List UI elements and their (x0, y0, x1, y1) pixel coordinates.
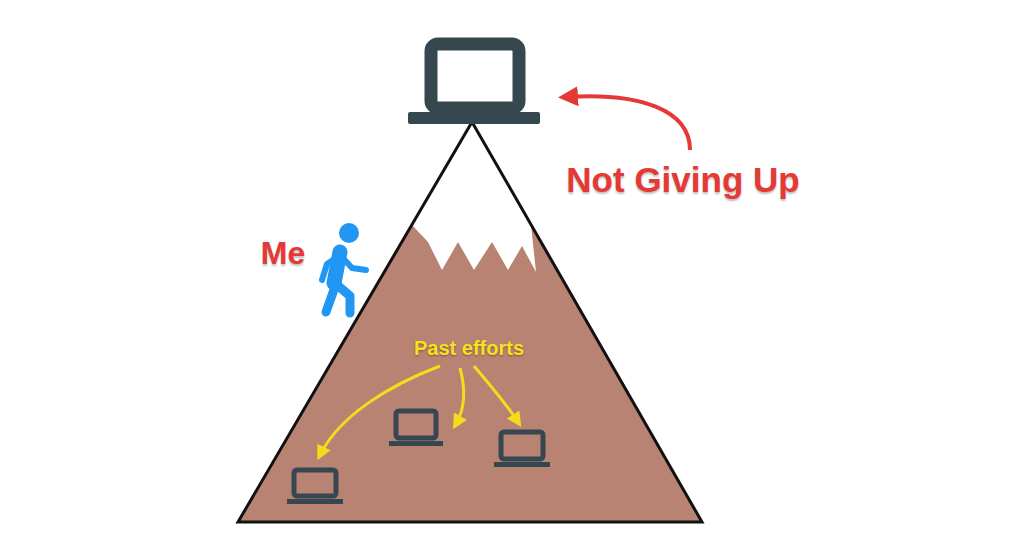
pointer-arrow (566, 96, 690, 150)
callout-label: Not Giving Up (566, 161, 799, 200)
hiker-figure (322, 223, 366, 313)
snow-cap (412, 225, 536, 272)
mountain-body (238, 225, 702, 522)
past-laptop (494, 432, 550, 467)
annotation-label: Past efforts (414, 337, 524, 359)
pointer-arrow (474, 366, 518, 422)
pointer-arrow (320, 366, 440, 455)
figure-label: Me (261, 236, 305, 271)
summit-laptop (408, 44, 540, 124)
past-laptop (389, 411, 443, 446)
past-laptop (287, 470, 343, 504)
pointer-arrow (456, 368, 463, 424)
